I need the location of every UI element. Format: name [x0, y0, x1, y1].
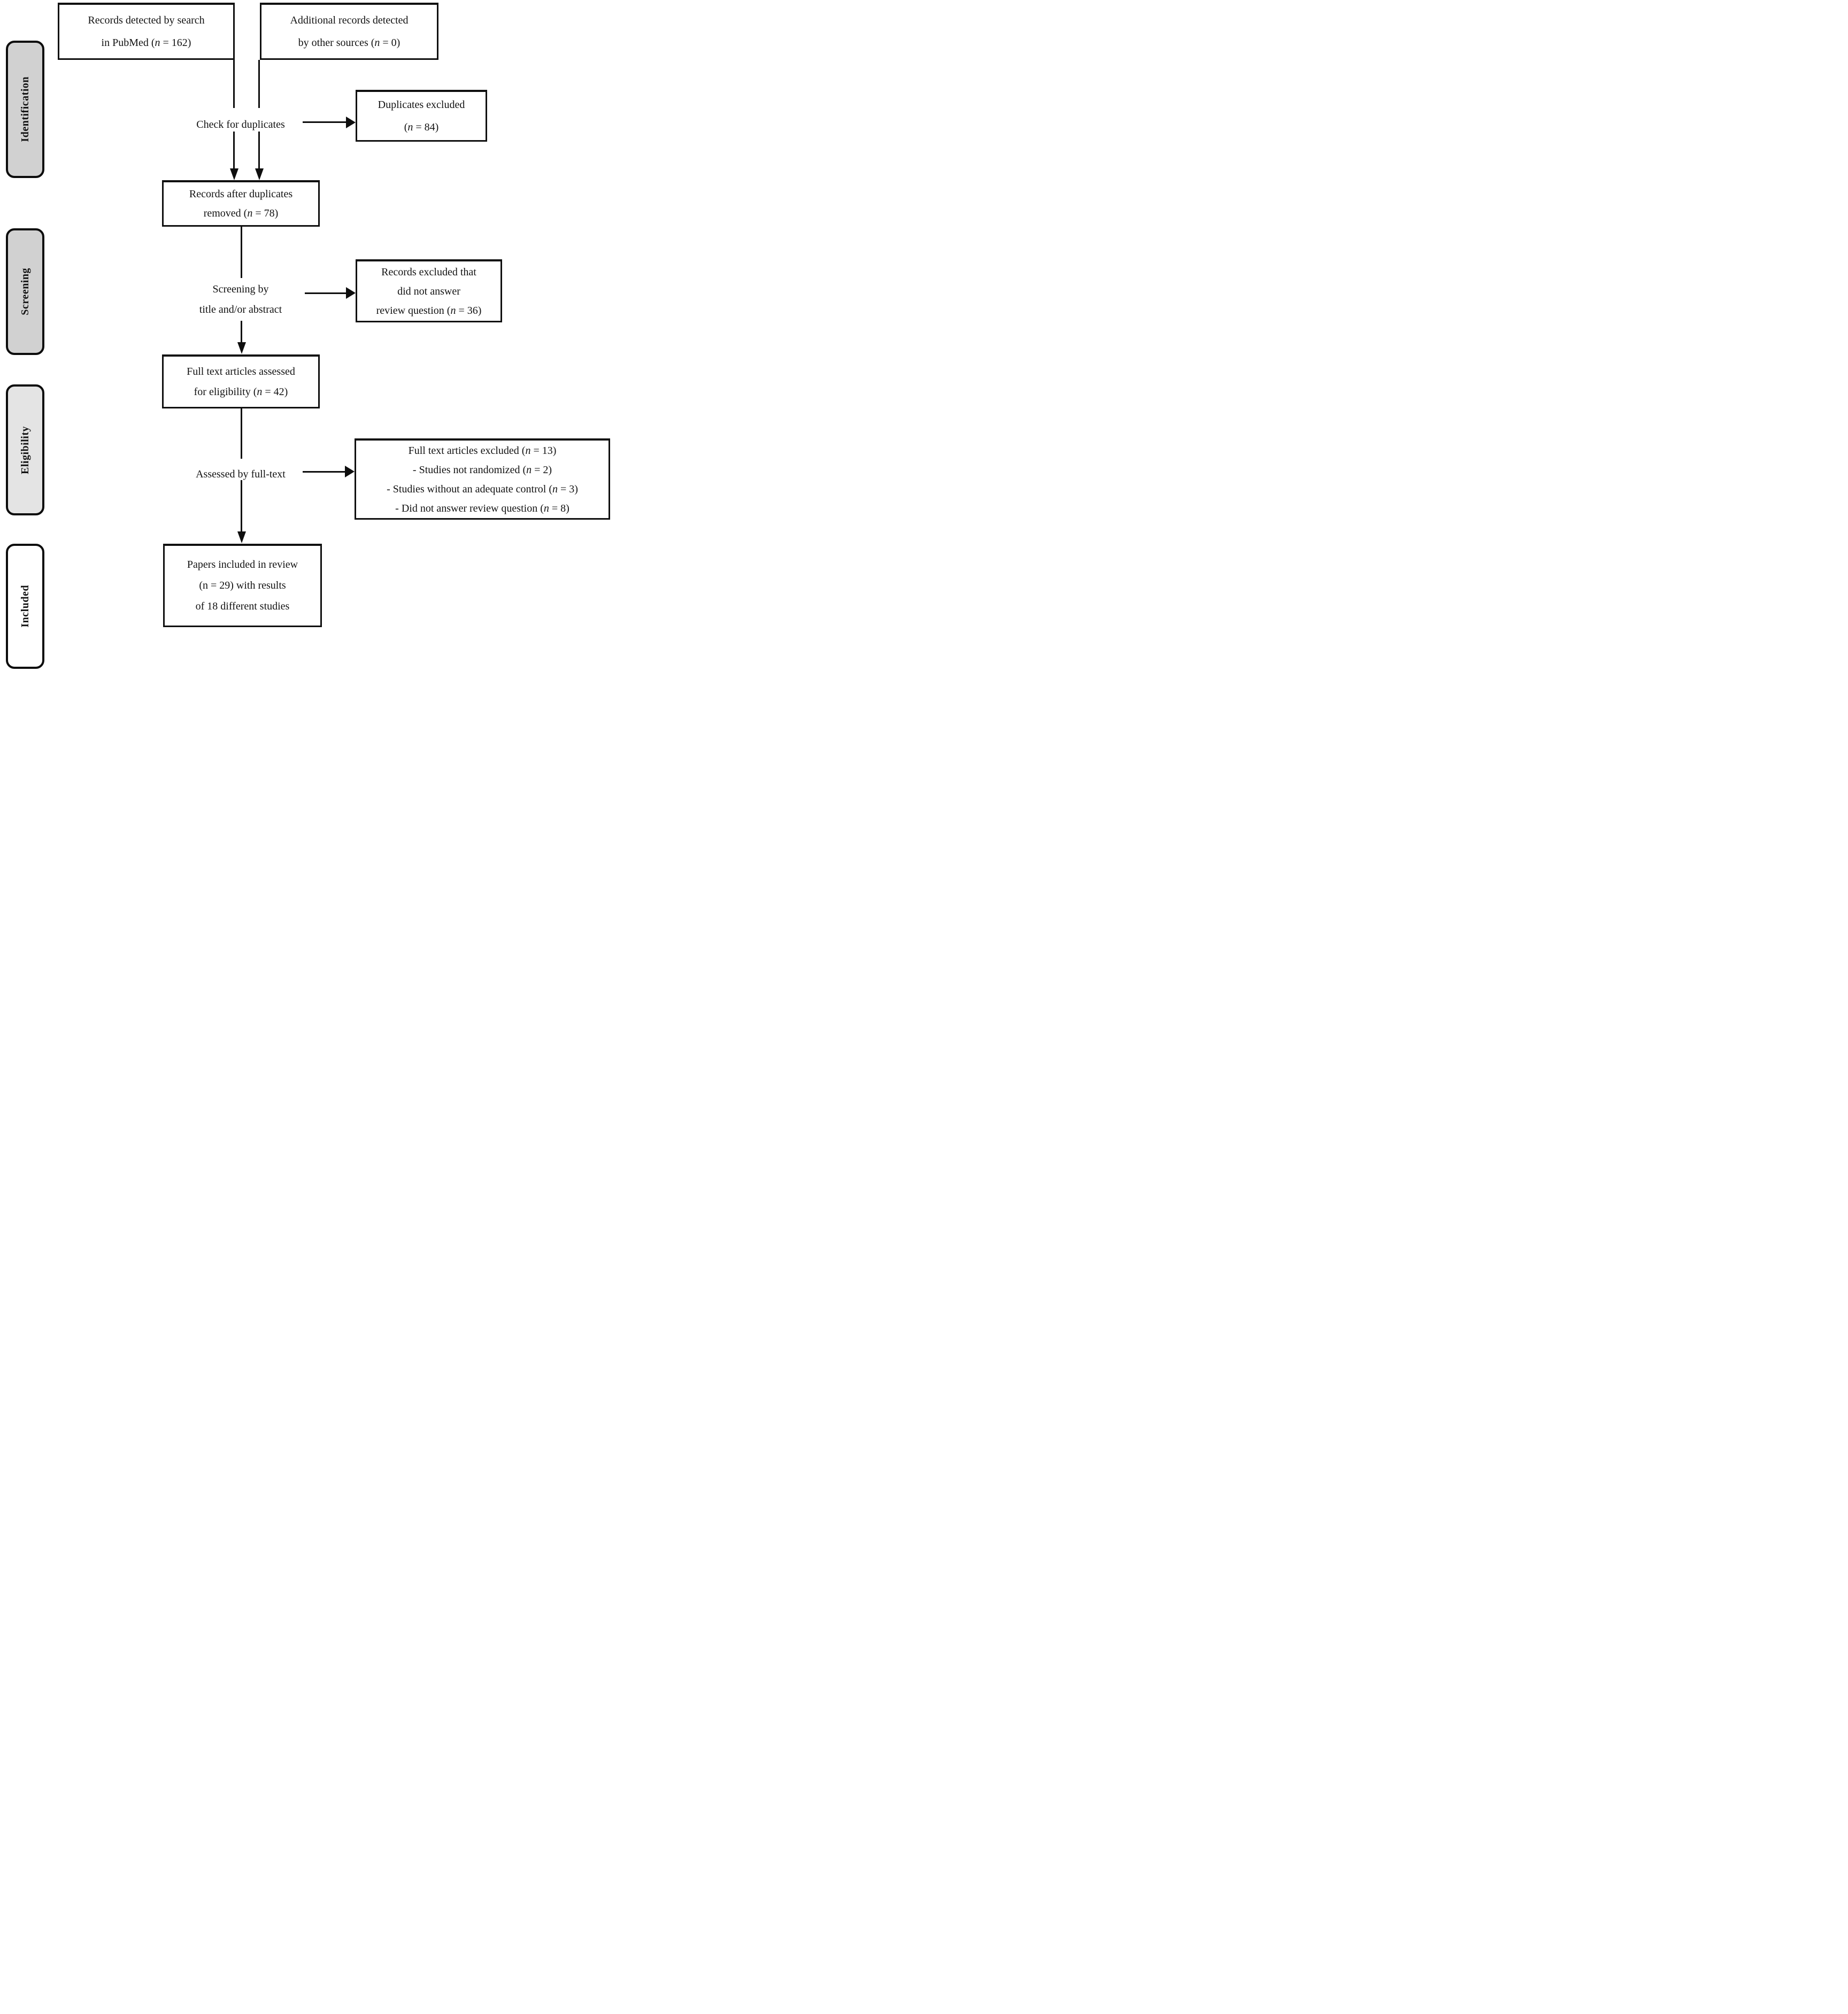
text-line: by other sources (n = 0) [298, 37, 401, 49]
stage-label-eligibility: Eligibility [6, 384, 44, 515]
prisma-flow-diagram: Identification Screening Eligibility Inc… [0, 0, 616, 672]
text-line: Assessed by full-text [196, 468, 286, 480]
arrowhead-screening-down-icon [237, 342, 246, 354]
text-line: in PubMed (n = 162) [101, 37, 191, 49]
text-line: Full text articles assessed [187, 366, 295, 377]
stage-label-included-text: Included [19, 585, 31, 628]
stage-label-identification-text: Identification [19, 76, 31, 142]
box-included-papers: Papers included in review (n = 29) with r… [163, 544, 322, 627]
text-line: review question (n = 36) [376, 304, 482, 317]
text-line: Records after duplicates [189, 188, 293, 200]
text-line: Screening by [212, 283, 269, 295]
stage-label-screening: Screening [6, 228, 44, 355]
box-records-excluded: Records excluded that did not answer revie… [356, 259, 502, 322]
text-line: Papers included in review [187, 559, 298, 570]
connector-screening-down-upper [241, 227, 242, 278]
text-line: (n = 84) [404, 121, 439, 133]
connector-pubmed-down-upper [233, 60, 235, 108]
text-line: for eligibility (n = 42) [194, 386, 288, 398]
text-line: Records detected by search [88, 14, 205, 26]
text-line: did not answer [397, 285, 460, 297]
connector-fulltext-excluded-right [303, 471, 345, 473]
connector-duplicates-right [303, 121, 346, 123]
arrowhead-records-excluded-right-icon [346, 287, 356, 299]
connector-records-excluded-right [305, 292, 346, 294]
text-line: - Studies without an adequate control (n… [387, 483, 578, 495]
arrowhead-other-down-icon [255, 168, 264, 180]
text-line: Records excluded that [381, 266, 476, 278]
text-line: Duplicates excluded [378, 99, 465, 111]
label-assessed-by-fulltext: Assessed by full-text [176, 464, 305, 484]
box-fulltext-assessed: Full text articles assessed for eligibili… [162, 354, 320, 408]
connector-eligibility-down-upper [241, 408, 242, 459]
arrowhead-eligibility-down-icon [237, 531, 246, 543]
text-line: - Studies not randomized (n = 2) [412, 464, 552, 476]
stage-label-eligibility-text: Eligibility [19, 426, 31, 474]
text-line: removed (n = 78) [203, 207, 279, 219]
box-fulltext-excluded: Full text articles excluded (n = 13) - St… [355, 438, 610, 520]
stage-label-included: Included [6, 544, 44, 669]
box-additional-records: Additional records detected by other sour… [260, 3, 438, 60]
connector-eligibility-down-lower [241, 480, 242, 532]
box-duplicates-excluded: Duplicates excluded (n = 84) [356, 90, 487, 142]
text-line: - Did not answer review question (n = 8) [395, 502, 569, 514]
text-line: (n = 29) with results [199, 580, 286, 591]
text-line: Additional records detected [290, 14, 409, 26]
label-check-for-duplicates: Check for duplicates [176, 114, 305, 135]
stage-label-screening-text: Screening [19, 268, 31, 315]
connector-other-down-lower [258, 132, 260, 169]
box-records-after-duplicates: Records after duplicates removed (n = 78) [162, 180, 320, 227]
box-records-pubmed: Records detected by search in PubMed (n =… [58, 3, 235, 60]
text-line: Full text articles excluded (n = 13) [408, 444, 557, 457]
label-screening-by-title-abstract: Screening by title and/or abstract [176, 279, 305, 320]
text-line: title and/or abstract [199, 304, 282, 315]
connector-screening-down-lower [241, 321, 242, 343]
arrowhead-duplicates-right-icon [346, 117, 356, 128]
connector-pubmed-down-lower [233, 132, 235, 169]
text-line: of 18 different studies [195, 600, 290, 612]
text-line: Check for duplicates [196, 119, 285, 130]
arrowhead-pubmed-down-icon [230, 168, 238, 180]
stage-label-identification: Identification [6, 41, 44, 178]
arrowhead-fulltext-excluded-right-icon [345, 466, 355, 477]
connector-other-down-upper [258, 60, 260, 108]
